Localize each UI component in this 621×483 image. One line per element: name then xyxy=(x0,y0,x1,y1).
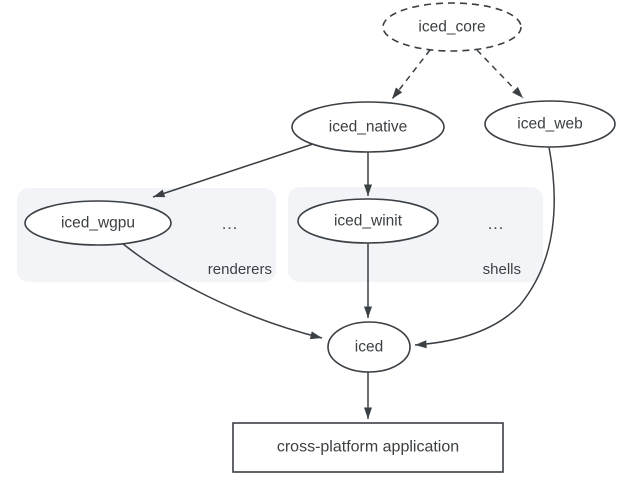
node-iced-web: iced_web xyxy=(484,100,616,148)
node-cross-platform-application-label: cross-platform application xyxy=(277,439,459,456)
node-iced-winit-label: iced_winit xyxy=(334,213,403,230)
node-iced: iced xyxy=(327,321,411,373)
node-cross-platform-application: cross-platform application xyxy=(232,422,504,473)
node-iced-native-label: iced_native xyxy=(329,119,407,136)
group-shells-label: shells xyxy=(483,261,521,278)
node-iced-core-label: iced_core xyxy=(418,19,485,36)
node-cross-platform-application-shape xyxy=(232,422,504,473)
node-iced-web-shape xyxy=(484,100,616,148)
group-renderers-ellipsis: ... xyxy=(222,216,238,233)
group-shells-ellipsis: ... xyxy=(488,216,504,233)
edge-iced-native-to-iced-wgpu xyxy=(152,143,314,198)
edge-iced-wgpu-to-iced xyxy=(121,242,323,340)
node-iced-native-shape xyxy=(291,101,445,153)
node-iced-winit-shape xyxy=(297,198,439,244)
node-iced-wgpu-shape xyxy=(24,200,172,246)
edge-iced-core-to-iced-web xyxy=(476,49,524,99)
group-renderers-label: renderers xyxy=(208,261,272,278)
edge-iced-web-to-iced xyxy=(414,146,555,349)
node-iced-web-label: iced_web xyxy=(517,116,583,133)
node-iced-native: iced_native xyxy=(291,101,445,153)
edge-iced-core-to-iced-native xyxy=(391,49,431,100)
node-iced-winit: iced_winit xyxy=(297,198,439,244)
node-iced-shape xyxy=(327,321,411,373)
node-iced-core: iced_core xyxy=(382,2,522,52)
node-iced-label: iced xyxy=(355,339,383,356)
node-iced-wgpu: iced_wgpu xyxy=(24,200,172,246)
node-iced-core-shape xyxy=(382,2,522,52)
node-iced-wgpu-label: iced_wgpu xyxy=(61,215,135,232)
